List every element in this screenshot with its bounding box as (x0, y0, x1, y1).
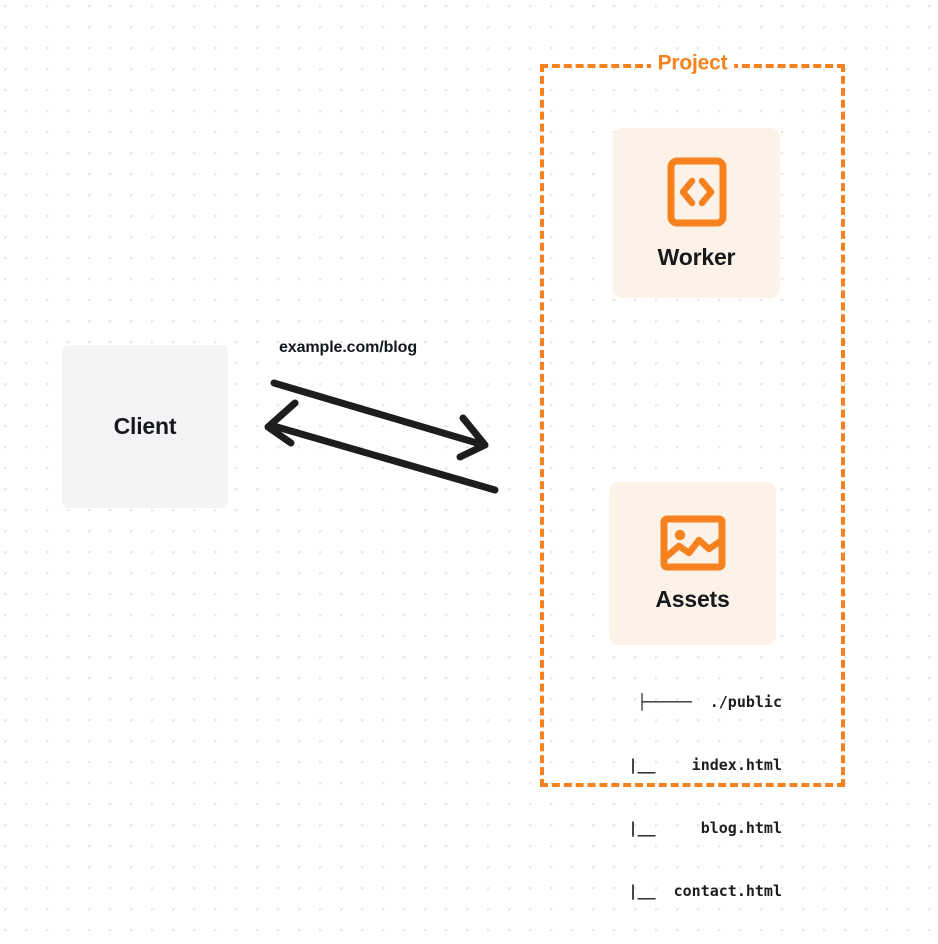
assets-label: Assets (655, 586, 730, 612)
diagram-canvas: Client example.com/blog Project Worker (62, 51, 845, 900)
file-tree-row: |__ contact.html (628, 882, 782, 900)
worker-label: Worker (657, 243, 736, 270)
assets-file-tree: ├───── ./public |__ index.html |__ blog.… (586, 650, 782, 944)
request-arrow-icon (270, 379, 489, 461)
response-arrow-icon (264, 399, 499, 494)
image-icon (660, 515, 725, 571)
connection-url-label: example.com/blog (279, 339, 417, 356)
code-file-icon (667, 157, 726, 226)
project-container: Project (540, 51, 845, 787)
file-tree-row: |__ blog.html (628, 819, 782, 837)
client-label: Client (113, 413, 177, 439)
file-tree-row: |__ index.html (628, 756, 782, 774)
connection-arrows (264, 379, 499, 494)
assets-node[interactable]: Assets (609, 482, 776, 645)
project-title: Project (650, 51, 735, 76)
file-tree-row: ├───── ./public (637, 693, 783, 711)
client-node[interactable]: Client (62, 345, 228, 508)
worker-node[interactable]: Worker (613, 128, 780, 298)
